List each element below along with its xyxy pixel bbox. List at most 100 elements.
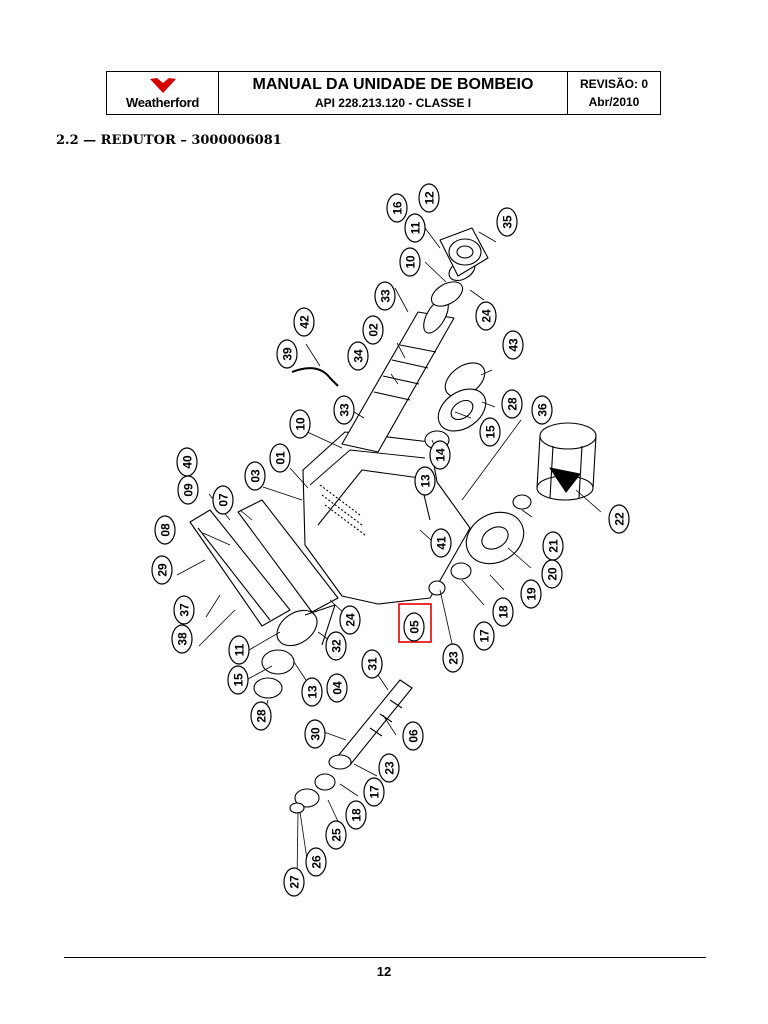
part-callout-12: 12 bbox=[418, 183, 440, 213]
callout-balloon bbox=[492, 597, 514, 627]
part-callout-27: 27 bbox=[283, 867, 305, 897]
callout-balloon bbox=[362, 315, 384, 345]
callout-balloon bbox=[151, 555, 173, 585]
callout-balloon bbox=[171, 624, 193, 654]
callout-label: 17 bbox=[368, 785, 382, 799]
logo: Weatherford bbox=[107, 72, 219, 114]
part-callout-11: 11 bbox=[404, 213, 426, 243]
part-callout-09: 09 bbox=[177, 475, 199, 505]
callout-balloon bbox=[531, 395, 553, 425]
callout-label: 12 bbox=[423, 191, 437, 205]
input-shaft bbox=[337, 679, 413, 766]
part-callout-23: 23 bbox=[442, 643, 464, 673]
part-callout-10: 10 bbox=[289, 409, 311, 439]
callout-label: 03 bbox=[249, 469, 263, 483]
part-callout-02: 02 bbox=[362, 315, 384, 345]
callout-label: 26 bbox=[310, 855, 324, 869]
part-callout-41: 41 bbox=[430, 528, 452, 558]
part-callout-25: 25 bbox=[325, 820, 347, 850]
callout-balloon bbox=[402, 721, 424, 751]
part-callout-33: 33 bbox=[333, 395, 355, 425]
callout-balloon bbox=[399, 247, 421, 277]
callout-label: 43 bbox=[507, 338, 521, 352]
callout-balloon bbox=[386, 193, 408, 223]
callout-balloon bbox=[418, 183, 440, 213]
callout-balloon bbox=[475, 301, 497, 331]
callout-label: 33 bbox=[379, 289, 393, 303]
callout-label: 05 bbox=[408, 620, 422, 634]
page-number: 12 bbox=[376, 964, 392, 979]
callout-label: 32 bbox=[330, 639, 344, 653]
part-callout-01: 01 bbox=[269, 443, 291, 473]
callout-label: 23 bbox=[383, 761, 397, 775]
callout-label: 39 bbox=[281, 347, 295, 361]
callout-balloon bbox=[430, 528, 452, 558]
part-callout-37: 37 bbox=[173, 595, 195, 625]
part-callout-28: 28 bbox=[250, 701, 272, 731]
callout-label: 11 bbox=[233, 643, 247, 656]
callout-label: 19 bbox=[525, 587, 539, 601]
document-header: Weatherford MANUAL DA UNIDADE DE BOMBEIO… bbox=[106, 71, 661, 115]
part-callout-13: 13 bbox=[414, 466, 436, 496]
callout-balloon bbox=[228, 635, 250, 665]
callout-label: 28 bbox=[255, 709, 269, 723]
left-cover-plate bbox=[189, 509, 291, 627]
part-callout-33: 33 bbox=[374, 281, 396, 311]
part-callout-22: 22 bbox=[608, 504, 630, 534]
callout-label: 18 bbox=[350, 808, 364, 822]
callout-label: 10 bbox=[294, 417, 308, 431]
callout-balloon bbox=[608, 504, 630, 534]
callout-label: 24 bbox=[344, 613, 358, 627]
part-callout-39: 39 bbox=[276, 339, 298, 369]
part-callout-18: 18 bbox=[492, 597, 514, 627]
callout-label: 06 bbox=[407, 729, 421, 743]
callout-balloon bbox=[429, 440, 451, 470]
callout-label: 22 bbox=[613, 512, 627, 526]
callout-balloon bbox=[404, 213, 426, 243]
callout-highlight-box bbox=[398, 603, 432, 643]
part-callout-30: 30 bbox=[304, 719, 326, 749]
callout-balloon bbox=[227, 665, 249, 695]
callout-label: 04 bbox=[331, 681, 345, 695]
callout-balloon bbox=[502, 330, 524, 360]
part-callout-03: 03 bbox=[244, 461, 266, 491]
callout-label: 33 bbox=[338, 403, 352, 417]
manual-title: MANUAL DA UNIDADE DE BOMBEIO bbox=[252, 76, 534, 93]
callout-balloon bbox=[325, 820, 347, 850]
callout-balloon bbox=[345, 800, 367, 830]
part-callout-05: 05 bbox=[403, 612, 425, 642]
callout-label: 29 bbox=[156, 563, 170, 577]
part-callout-08: 08 bbox=[154, 515, 176, 545]
callout-label: 41 bbox=[435, 536, 449, 550]
part-callout-14: 14 bbox=[429, 440, 451, 470]
part-callout-06: 06 bbox=[402, 721, 424, 751]
callout-label: 08 bbox=[159, 523, 173, 537]
part-callout-42: 42 bbox=[293, 307, 315, 337]
callout-label: 42 bbox=[298, 315, 312, 329]
callout-label: 31 bbox=[366, 657, 380, 671]
part-callout-17: 17 bbox=[363, 777, 385, 807]
callout-label: 30 bbox=[309, 727, 323, 741]
callout-balloon bbox=[276, 339, 298, 369]
callout-label: 07 bbox=[217, 493, 231, 507]
callout-balloon bbox=[479, 417, 501, 447]
part-callout-21: 21 bbox=[542, 531, 564, 561]
callout-label: 16 bbox=[391, 201, 405, 215]
callout-balloon bbox=[339, 605, 361, 635]
callout-balloon bbox=[154, 515, 176, 545]
revision-cell: REVISÃO: 0 Abr/2010 bbox=[568, 72, 660, 114]
part-callout-17: 17 bbox=[473, 621, 495, 651]
callout-label: 25 bbox=[330, 828, 344, 842]
callout-balloon bbox=[347, 341, 369, 371]
drawing-parts bbox=[176, 227, 602, 881]
callout-balloon bbox=[269, 443, 291, 473]
part-callout-04: 04 bbox=[326, 673, 348, 703]
callout-balloon bbox=[304, 719, 326, 749]
part-callout-24: 24 bbox=[339, 605, 361, 635]
fan-guard bbox=[536, 422, 597, 501]
callout-balloon bbox=[173, 595, 195, 625]
callout-balloon bbox=[283, 867, 305, 897]
callout-balloon bbox=[301, 677, 323, 707]
callout-label: 21 bbox=[547, 539, 561, 553]
part-callout-19: 19 bbox=[520, 579, 542, 609]
